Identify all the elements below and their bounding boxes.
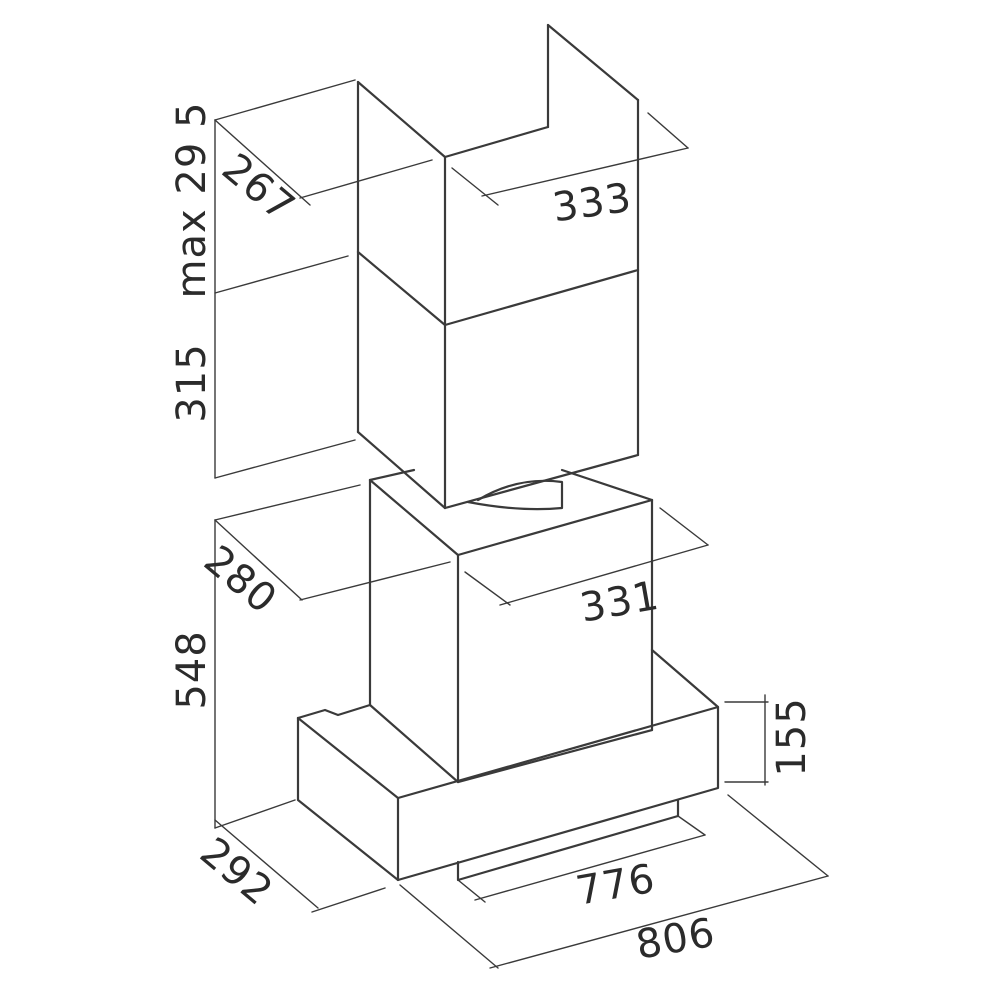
label-hood-height: 155 xyxy=(769,697,815,776)
dimension-lines xyxy=(214,79,829,969)
label-body-height: 548 xyxy=(169,630,215,709)
label-hood-width: 806 xyxy=(633,910,719,969)
duct-collar xyxy=(466,479,564,511)
label-hood-depth: 292 xyxy=(191,829,281,915)
label-chimney-lower-height: 315 xyxy=(169,343,215,422)
dimension-labels: max 29 5 267 333 315 280 331 548 155 292… xyxy=(169,102,815,969)
label-body-depth: 280 xyxy=(195,537,285,623)
upper-chimney xyxy=(356,23,640,327)
label-chimney-upper-height: max 29 5 xyxy=(169,102,215,299)
hood-body xyxy=(368,468,654,784)
label-chimney-upper-depth: 267 xyxy=(213,145,303,231)
label-chimney-upper-width: 333 xyxy=(550,175,635,232)
lower-chimney xyxy=(356,250,640,510)
label-filter-width: 776 xyxy=(573,856,659,915)
hood-canopy xyxy=(296,648,720,882)
label-body-width: 331 xyxy=(577,573,663,632)
